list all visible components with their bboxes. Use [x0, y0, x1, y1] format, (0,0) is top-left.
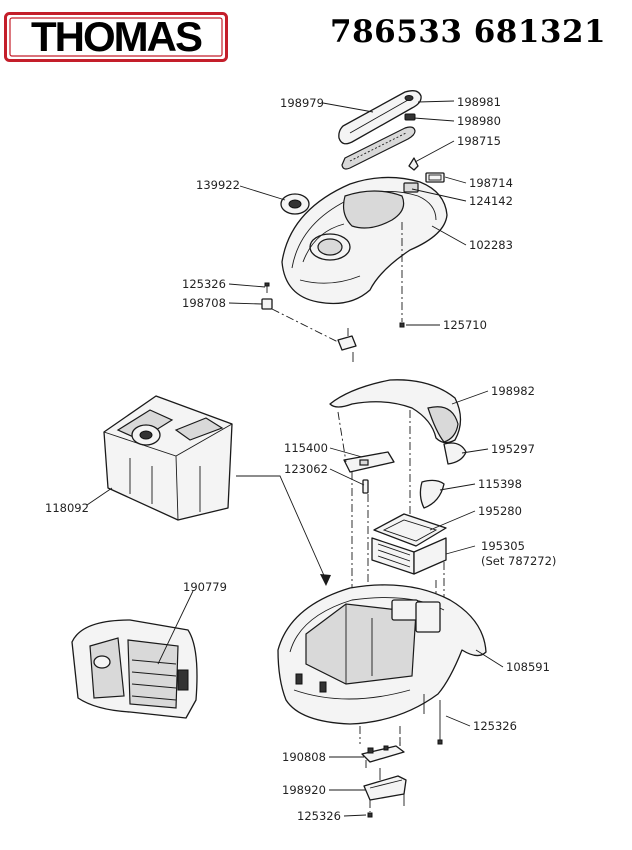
label-108591: 108591	[506, 660, 550, 674]
label-190779: 190779	[183, 580, 227, 594]
filter-195280	[373, 513, 447, 547]
label-125710: 125710	[443, 318, 487, 332]
label-124142: 124142	[469, 194, 513, 208]
label-198980: 198980	[457, 114, 501, 128]
handle-insert-198980	[341, 126, 416, 170]
label-195297: 195297	[491, 442, 535, 456]
housing-detail-190779	[71, 619, 198, 719]
pin-123062	[362, 479, 369, 494]
label-198982: 198982	[491, 384, 535, 398]
label-123062: 123062	[284, 462, 328, 476]
dash-guides-mid	[337, 410, 445, 608]
label-198708: 198708	[182, 296, 226, 310]
pcb-190808	[361, 738, 405, 768]
clip-198981	[404, 113, 416, 121]
label-198920: 198920	[282, 783, 326, 797]
label-125326-bottom: 125326	[297, 809, 341, 823]
button-198714	[425, 172, 445, 183]
cover-198920	[363, 768, 407, 806]
label-195280: 195280	[478, 504, 522, 518]
assembly-arrow	[236, 475, 331, 586]
brand-logo: THOMAS	[4, 12, 228, 62]
label-125326-mid: 125326	[473, 719, 517, 733]
label-139922: 139922	[196, 178, 240, 192]
housing-108591	[277, 584, 487, 725]
label-198979: 198979	[280, 96, 324, 110]
leader-lines	[86, 100, 504, 817]
part-labels: 198979 198981 198980 198715 198714 12414…	[45, 95, 556, 823]
screws-125326-mid	[359, 694, 443, 746]
grip-115398	[419, 479, 445, 509]
label-125326-top: 125326	[182, 277, 226, 291]
handle-198979	[338, 90, 422, 145]
screw-125326-top	[264, 282, 270, 293]
flap-195297	[443, 442, 467, 465]
label-set-787272: (Set 787272)	[481, 554, 556, 568]
screw-125326-bottom	[367, 800, 373, 818]
label-115398: 115398	[478, 477, 522, 491]
clip-198715	[408, 157, 419, 171]
label-102283: 102283	[469, 238, 513, 252]
label-195305: 195305	[481, 539, 525, 553]
top-cover-102283	[281, 176, 448, 305]
water-filter-118092	[103, 395, 233, 521]
label-198714: 198714	[469, 176, 513, 190]
label-198715: 198715	[457, 134, 501, 148]
cap-139922	[280, 193, 310, 215]
label-198981: 198981	[457, 95, 501, 109]
logo-frame	[4, 12, 228, 62]
cover-frame-198982	[329, 379, 462, 444]
brand-name: THOMAS	[31, 13, 203, 60]
filter-holder-195305	[371, 537, 447, 575]
label-190808: 190808	[282, 750, 326, 764]
holder-115400	[343, 451, 395, 473]
latch-198708	[261, 298, 357, 362]
screw-125710	[399, 222, 405, 328]
label-118092: 118092	[45, 501, 89, 515]
label-115400: 115400	[284, 441, 328, 455]
part-codes-title: 786533 681321	[330, 14, 607, 50]
